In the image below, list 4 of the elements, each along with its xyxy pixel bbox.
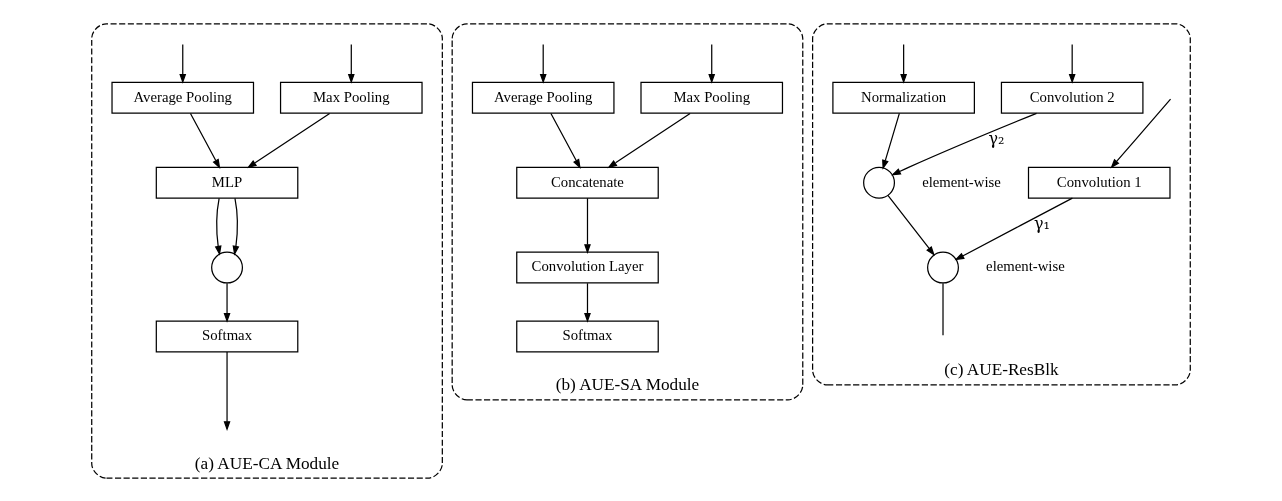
- node-label: element-wise: [922, 173, 1001, 190]
- edge-label: γ₁: [1034, 213, 1051, 233]
- edge-label: γ₂: [988, 128, 1005, 148]
- node-label: element-wise: [986, 257, 1065, 274]
